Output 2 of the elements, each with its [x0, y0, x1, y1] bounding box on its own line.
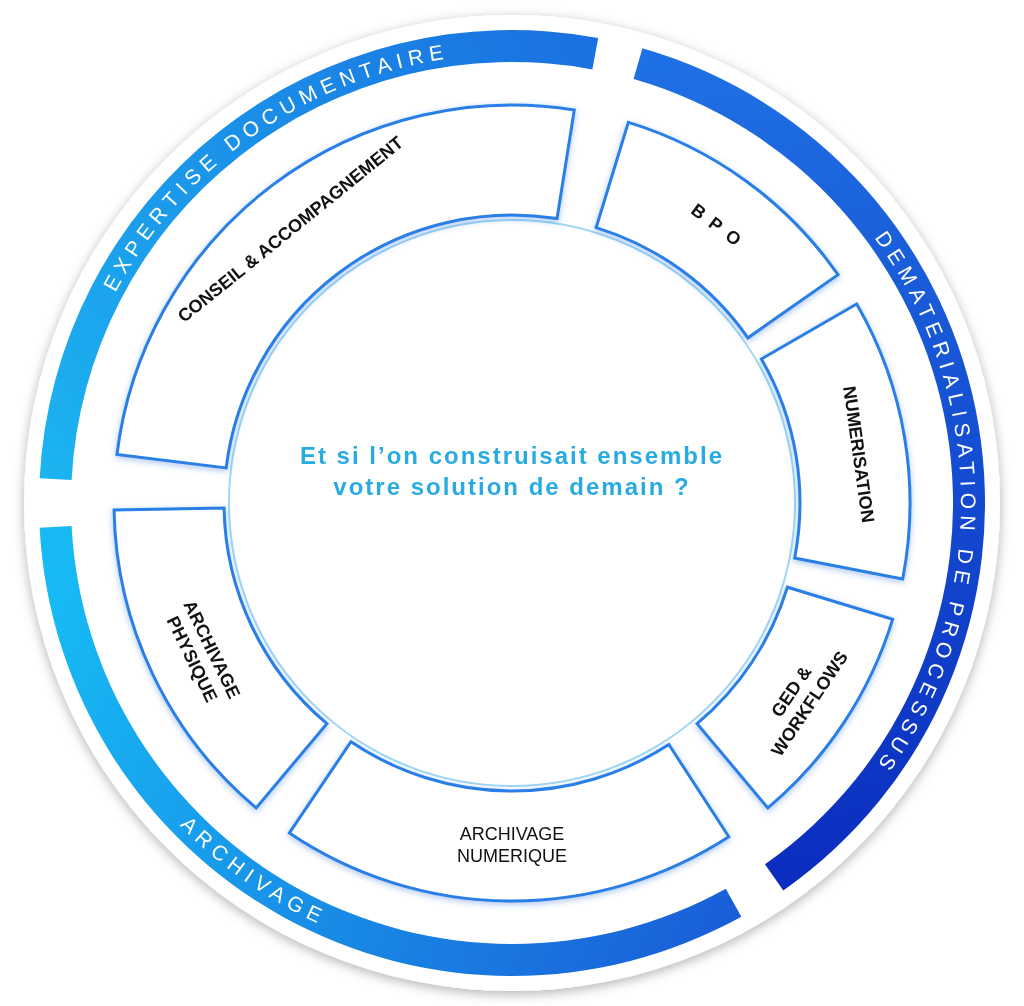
tagline: Et si l’on construisait ensemble votre solution de demain ?: [298, 441, 726, 502]
segment-label: ARCHIVAGE NUMERIQUE: [457, 824, 567, 866]
